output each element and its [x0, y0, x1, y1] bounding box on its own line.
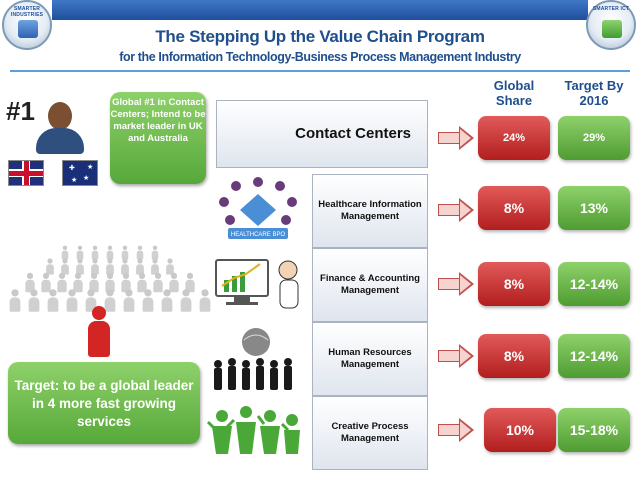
smarter-ict-logo: SMARTER ICT [586, 0, 636, 50]
crowd-person-icon [104, 289, 116, 312]
crowd-person-icon [47, 289, 59, 312]
crowd-person-icon [123, 289, 135, 312]
human-resources-people-icon [214, 328, 292, 390]
logo-box-icon [18, 20, 38, 38]
crowd-person-icon [106, 258, 114, 275]
crowd-person-icon [25, 272, 35, 293]
service-contact-centers: Contact Centers [216, 100, 428, 168]
rank-label: #1 [6, 96, 35, 126]
service-finance: Finance & Accounting Management [312, 248, 428, 322]
crowd-person-icon [91, 245, 99, 260]
crowd-person-icon [76, 245, 84, 260]
arrow-right-icon [438, 418, 474, 442]
crowd-person-icon [57, 272, 67, 293]
crowd-person-icon [142, 289, 154, 312]
crowd-person-icon [185, 272, 195, 293]
healthcare-network-icon: HEALTHCARE BPO [219, 177, 297, 239]
creative-team-icon [206, 406, 300, 454]
global-share-human-resources: 8% [478, 334, 550, 378]
global-number-one-callout: Global #1 in Contact Centers; Intend to … [110, 92, 206, 184]
crowd-person-icon [161, 289, 173, 312]
crowd-person-icon [61, 245, 69, 260]
crowd-person-icon [121, 258, 129, 275]
crowd-person-icon [136, 245, 144, 260]
crowd-illustration [9, 240, 211, 350]
target-human-resources: 12-14% [558, 334, 630, 378]
global-share-finance: 8% [478, 262, 550, 306]
crowd-person-icon [153, 272, 163, 293]
target-contact-centers: 29% [558, 116, 630, 160]
service-human-resources: Human Resources Management [312, 322, 428, 396]
arrow-right-icon [438, 272, 474, 296]
crowd-person-icon [41, 272, 51, 293]
call-center-agent-icon [34, 98, 86, 154]
crowd-person-icon [136, 258, 144, 275]
arrow-right-icon [438, 126, 474, 150]
global-share-healthcare: 8% [478, 186, 550, 230]
target-creative: 15-18% [558, 408, 630, 452]
crowd-person-icon [166, 258, 174, 275]
crowd-person-icon [85, 289, 97, 312]
logo-text-right: SMARTER ICT [592, 6, 630, 12]
crowd-person-icon [28, 289, 40, 312]
crowd-person-icon [169, 272, 179, 293]
crowd-person-icon [151, 245, 159, 260]
global-share-creative: 10% [484, 408, 556, 452]
crowd-person-icon [121, 245, 129, 260]
finance-chart-icon [215, 259, 299, 309]
crowd-person-icon [89, 272, 99, 293]
arrow-right-icon [438, 344, 474, 368]
australia-flag-icon: ✚ ★ ★ ★ [62, 160, 98, 186]
smarter-industries-logo: SMARTER INDUSTRIES [2, 0, 52, 50]
crowd-person-icon [151, 258, 159, 275]
crowd-person-icon [46, 258, 54, 275]
leader-figure-icon [88, 306, 110, 357]
crowd-person-icon [61, 258, 69, 275]
uk-flag-icon [8, 160, 44, 186]
crowd-person-icon [137, 272, 147, 293]
crowd-person-icon [9, 289, 21, 312]
title-divider [10, 70, 630, 72]
crowd-person-icon [91, 258, 99, 275]
column-header-global-share: Global Share [493, 78, 535, 108]
crowd-person-icon [66, 289, 78, 312]
logo-box-icon [602, 20, 622, 38]
service-healthcare: Healthcare Information Management [312, 174, 428, 248]
crowd-person-icon [73, 272, 83, 293]
crowd-person-icon [121, 272, 131, 293]
column-header-target: Target By 2016 [564, 78, 624, 108]
crowd-person-icon [199, 289, 211, 312]
crowd-person-icon [105, 272, 115, 293]
healthcare-bpo-badge: HEALTHCARE BPO [231, 232, 286, 238]
crowd-person-icon [180, 289, 192, 312]
page-title: The Stepping Up the Value Chain Program [155, 27, 485, 46]
target-healthcare: 13% [558, 186, 630, 230]
crowd-person-icon [106, 245, 114, 260]
target-statement-box: Target: to be a global leader in 4 more … [8, 362, 200, 444]
logo-text: SMARTER INDUSTRIES [10, 6, 44, 18]
arrow-right-icon [438, 198, 474, 222]
target-finance: 12-14% [558, 262, 630, 306]
service-creative: Creative Process Management [312, 396, 428, 470]
top-banner [52, 0, 588, 20]
global-share-contact-centers: 24% [478, 116, 550, 160]
page-subtitle: for the Information Technology-Business … [119, 50, 521, 64]
crowd-person-icon [76, 258, 84, 275]
